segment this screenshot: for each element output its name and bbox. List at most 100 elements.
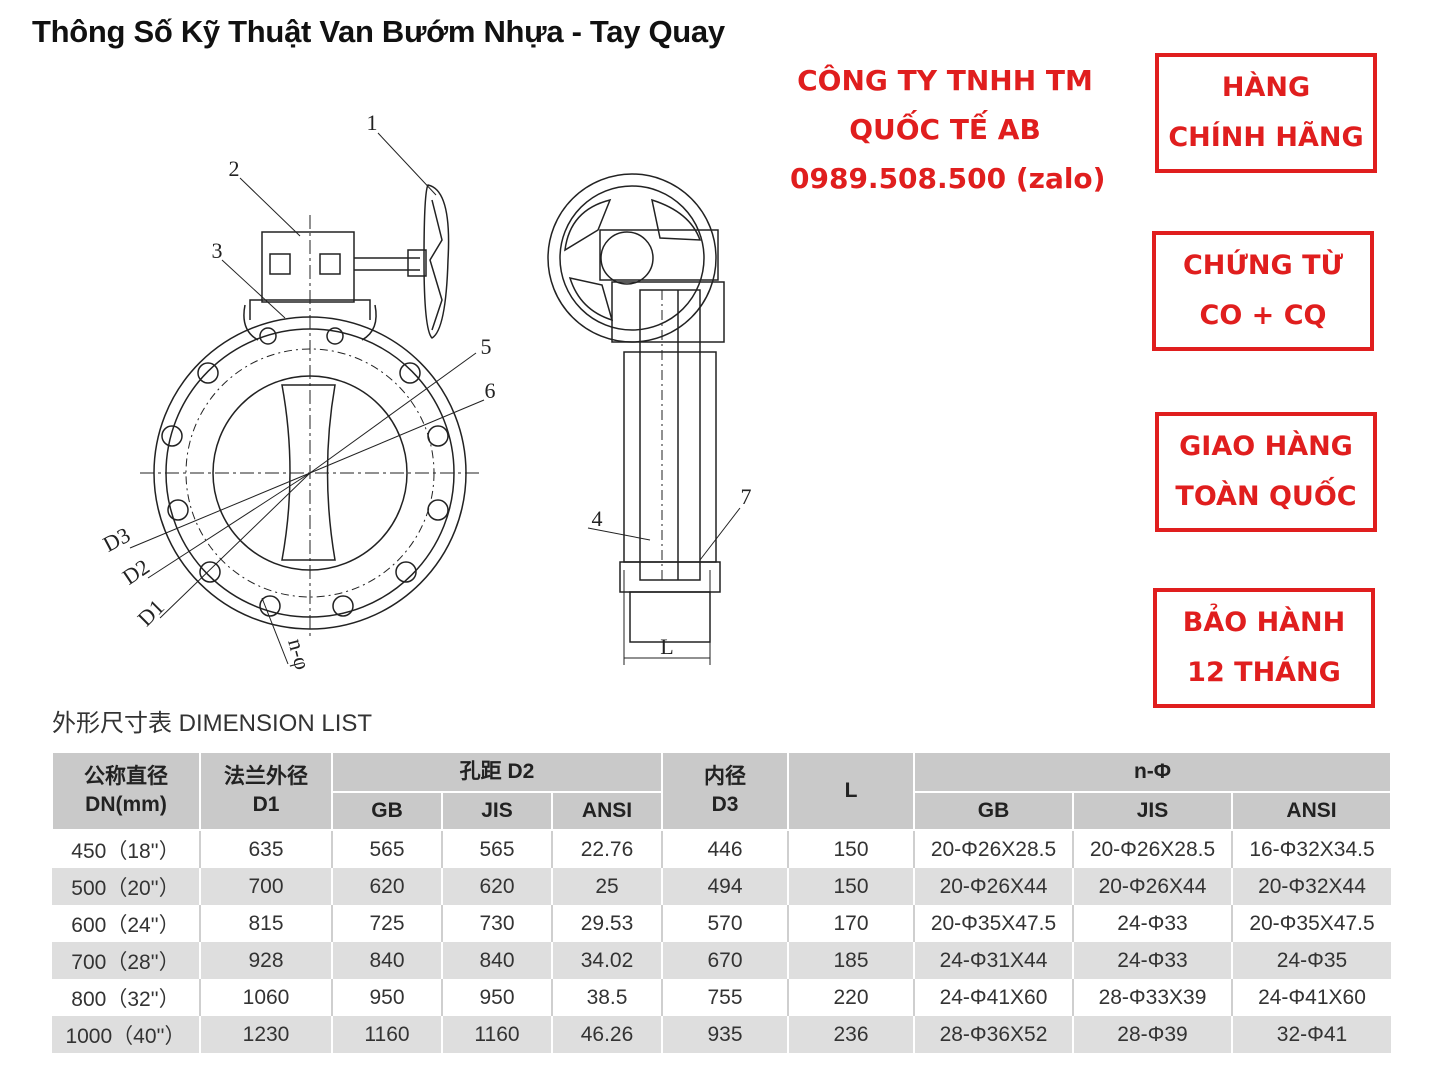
table-cell: 24-Φ41X60 bbox=[914, 979, 1074, 1016]
table-cell: 24-Φ33 bbox=[1073, 905, 1233, 942]
badge-line2: 12 THÁNG bbox=[1187, 657, 1341, 688]
table-cell: 1160 bbox=[442, 1016, 553, 1053]
valve-technical-drawing: 1 2 3 4 5 6 7 D3 D2 D1 n-φ L bbox=[100, 110, 752, 672]
header-d2-jis: JIS bbox=[441, 791, 553, 831]
table-cell: 20-Φ35X47.5 bbox=[1249, 911, 1375, 935]
table-cell: 840 bbox=[442, 942, 553, 979]
table-cell: 28-Φ39 bbox=[1073, 1016, 1233, 1053]
badge-line1: BẢO HÀNH bbox=[1182, 607, 1346, 638]
table-cell: 28-Φ36X52 bbox=[914, 1016, 1074, 1053]
table-cell: 570 bbox=[662, 905, 789, 942]
table-cell: 29.53 bbox=[552, 905, 663, 942]
table-cell: 950 bbox=[442, 979, 553, 1016]
table-cell: 928 bbox=[200, 942, 333, 979]
dimension-list-label: 外形尺寸表 DIMENSION LIST bbox=[52, 710, 373, 737]
header-nphi-gb: GB bbox=[913, 791, 1074, 831]
company-name-line1: CÔNG TY TNHH TM bbox=[797, 64, 1093, 97]
table-cell: 20-Φ26X28.5 bbox=[914, 830, 1074, 868]
table-cell: 20-Φ26X28.5 bbox=[1073, 830, 1233, 868]
table-cell: 22.76 bbox=[552, 830, 663, 868]
table-cell: 185 bbox=[788, 942, 915, 979]
table-cell: 24-Φ31X44 bbox=[914, 942, 1074, 979]
table-cell: 670 bbox=[662, 942, 789, 979]
dim-label-d3: D3 bbox=[100, 522, 134, 557]
header-d3: 内径 D3 bbox=[661, 751, 789, 831]
table-cell: 600（24''） bbox=[52, 905, 201, 942]
table-cell: 725 bbox=[332, 905, 443, 942]
table-cell: 565 bbox=[332, 830, 443, 868]
table-cell: 24-Φ33 bbox=[1073, 942, 1233, 979]
gearbox bbox=[261, 231, 355, 303]
badge-certificates: CHỨNG TỪ CO + CQ bbox=[1152, 231, 1374, 351]
disc bbox=[281, 384, 336, 561]
dim-label-n-phi: n-φ bbox=[283, 636, 315, 672]
table-cell: 565 bbox=[442, 830, 553, 868]
table-cell: 730 bbox=[442, 905, 553, 942]
table-cell: 935 bbox=[662, 1016, 789, 1053]
side-body bbox=[623, 351, 717, 563]
part-label-7: 7 bbox=[741, 484, 752, 509]
table-cell: 28-Φ33X39 bbox=[1073, 979, 1233, 1016]
header-dn: 公称直径 DN(mm) bbox=[51, 751, 201, 831]
table-cell: 620 bbox=[442, 868, 553, 905]
header-d1: 法兰外径 D1 bbox=[199, 751, 333, 831]
part-label-4: 4 bbox=[592, 506, 603, 531]
badge-warranty: BẢO HÀNH 12 THÁNG bbox=[1153, 588, 1375, 708]
badge-line1: GIAO HÀNG bbox=[1179, 431, 1353, 462]
part-label-5: 5 bbox=[481, 334, 492, 359]
part-label-6: 6 bbox=[485, 378, 496, 403]
table-cell: 446 bbox=[662, 830, 789, 868]
header-d2-ansi: ANSI bbox=[551, 791, 663, 831]
table-cell: 20-Φ26X44 bbox=[1073, 868, 1233, 905]
table-cell: 32-Φ41 bbox=[1232, 1016, 1392, 1053]
company-info: CÔNG TY TNHH TM QUỐC TẾ AB 0989.508.500 … bbox=[790, 56, 1105, 203]
table-cell: 635 bbox=[200, 830, 333, 868]
badge-line2: TOÀN QUỐC bbox=[1175, 481, 1357, 512]
table-cell: 20-Φ32X44 bbox=[1232, 868, 1392, 905]
bolt-holes bbox=[161, 327, 449, 617]
table-cell: 220 bbox=[788, 979, 915, 1016]
table-cell: 950 bbox=[332, 979, 443, 1016]
table-cell: 150 bbox=[788, 830, 915, 868]
badge-genuine: HÀNG CHÍNH HÃNG bbox=[1155, 53, 1377, 173]
table-cell: 700 bbox=[200, 868, 333, 905]
table-cell: 1230 bbox=[200, 1016, 333, 1053]
badge-line2: CO + CQ bbox=[1199, 300, 1327, 331]
table-cell: 24-Φ35 bbox=[1232, 942, 1392, 979]
table-cell: 700（28''） bbox=[52, 942, 201, 979]
page-title: Thông Số Kỹ Thuật Van Bướm Nhựa - Tay Qu… bbox=[32, 14, 725, 49]
table-cell: 38.5 bbox=[552, 979, 663, 1016]
table-cell: 1060 bbox=[200, 979, 333, 1016]
table-cell: 500（20''） bbox=[52, 868, 201, 905]
badge-delivery: GIAO HÀNG TOÀN QUỐC bbox=[1155, 412, 1377, 532]
table-cell: 16-Φ32X34.5 bbox=[1249, 837, 1375, 861]
table-cell: 150 bbox=[788, 868, 915, 905]
dim-label-l: L bbox=[660, 634, 673, 659]
dim-label-d2: D2 bbox=[118, 554, 154, 590]
table-cell: 800（32''） bbox=[52, 979, 201, 1016]
badge-line2: CHÍNH HÃNG bbox=[1168, 122, 1364, 153]
part-label-1: 1 bbox=[367, 110, 378, 135]
table-cell: 46.26 bbox=[552, 1016, 663, 1053]
side-handwheel bbox=[547, 173, 717, 343]
badge-line1: CHỨNG TỪ bbox=[1182, 250, 1344, 281]
table-cell: 20-Φ26X44 bbox=[914, 868, 1074, 905]
table-cell: 1000（40''） bbox=[52, 1016, 201, 1053]
table-cell: 25 bbox=[552, 868, 663, 905]
badge-line1: HÀNG bbox=[1221, 72, 1311, 103]
table-cell: 34.02 bbox=[552, 942, 663, 979]
table-cell: 494 bbox=[662, 868, 789, 905]
table-cell: 24-Φ41X60 bbox=[1258, 985, 1366, 1009]
table-cell: 170 bbox=[788, 905, 915, 942]
table-cell: 236 bbox=[788, 1016, 915, 1053]
table-cell: 1160 bbox=[332, 1016, 443, 1053]
header-nphi-ansi: ANSI bbox=[1230, 791, 1393, 831]
table-cell: 620 bbox=[332, 868, 443, 905]
table-cell: 815 bbox=[200, 905, 333, 942]
